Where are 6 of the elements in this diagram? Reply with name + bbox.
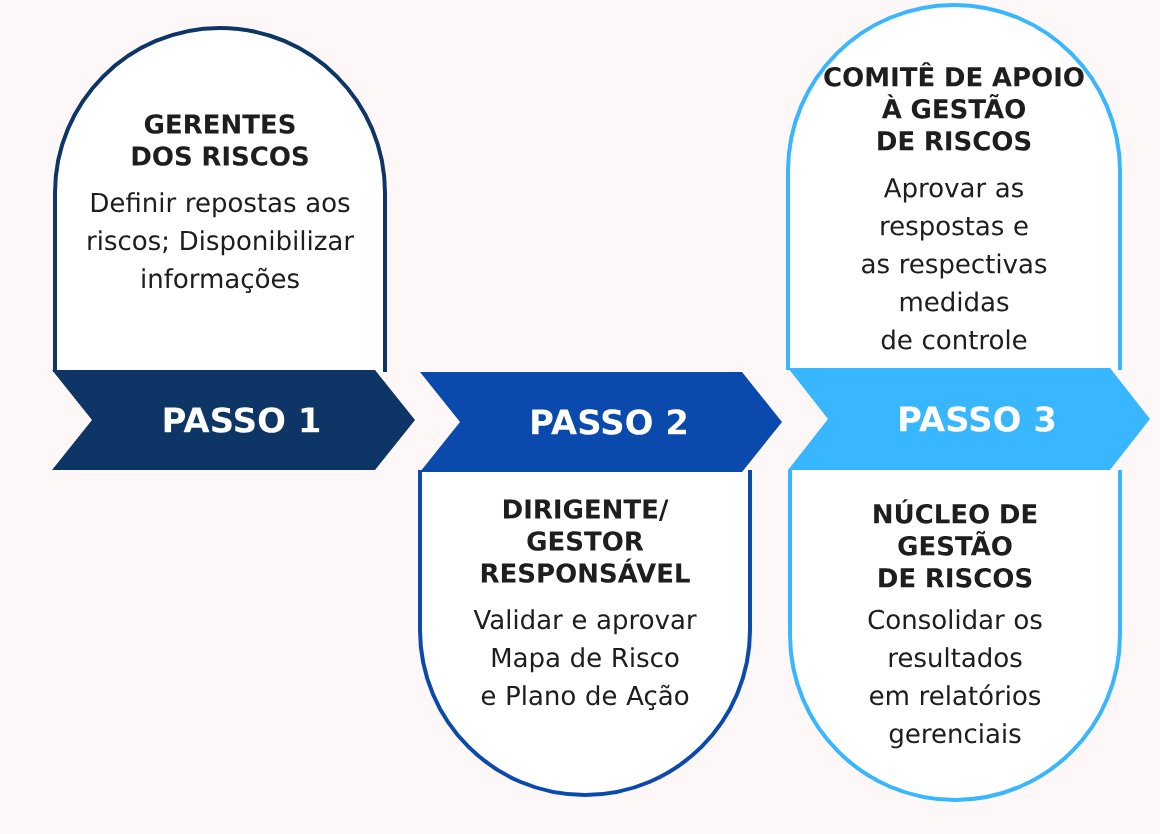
arch-card: NÚCLEO DE GESTÃO DE RISCOS Consolidar os resultados em relatórios gerenciais bbox=[788, 470, 1122, 802]
arch-card: GERENTES DOS RISCOS Definir repostas aos riscos; Disponibilizar informações bbox=[53, 26, 387, 372]
step-banner: PASSO 1 bbox=[52, 370, 415, 470]
step-banner: PASSO 3 bbox=[788, 368, 1150, 470]
arch-card: DIRIGENTE/ GESTOR RESPONSÁVEL Validar e aprovar Mapa de Risco e Plano de Ação bbox=[418, 470, 752, 797]
step-banner: PASSO 2 bbox=[420, 372, 782, 472]
